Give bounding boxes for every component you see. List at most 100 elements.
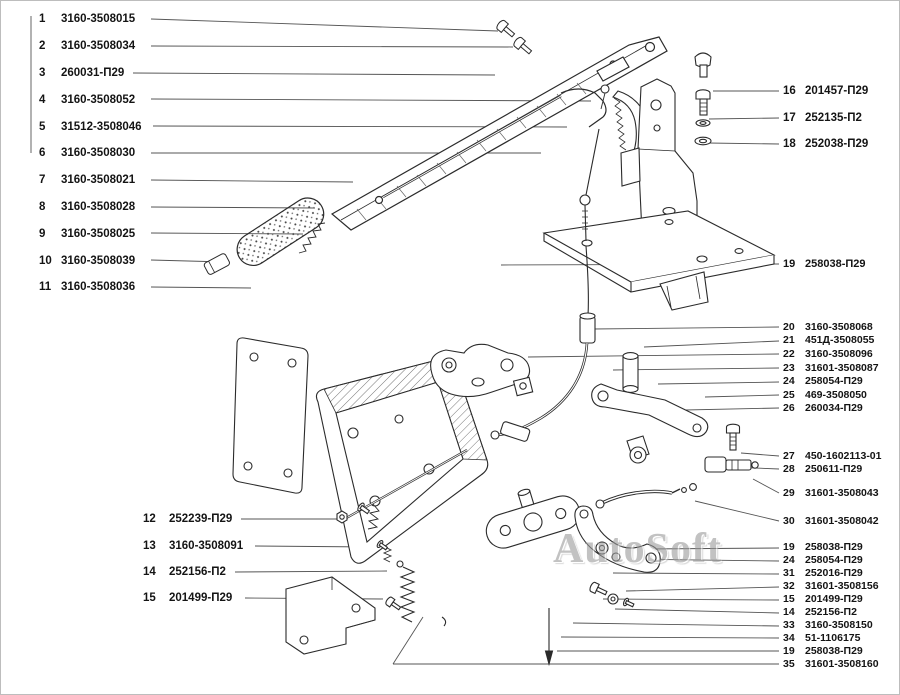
callout-part-number: 201457-П29 <box>805 85 869 98</box>
callout-number: 34 <box>783 632 795 645</box>
callout-part-number: 260031-П29 <box>61 66 125 79</box>
callout: 15 201499-П29 <box>143 585 243 611</box>
callout: 11 3160-3508036 <box>39 274 142 301</box>
callout-part-number: 258038-П29 <box>805 541 863 554</box>
callout-part-number: 31601-3508042 <box>805 515 879 527</box>
callout-number: 26 <box>783 402 795 415</box>
callout-part-number: 31512-3508046 <box>61 120 142 133</box>
callout: 8 3160-3508028 <box>39 194 142 221</box>
callout: 13 3160-3508091 <box>143 532 243 558</box>
callout: 5 31512-3508046 <box>39 113 142 140</box>
callout: 7 3160-3508021 <box>39 167 142 194</box>
callout: 21 451Д-3508055 <box>783 334 879 348</box>
callout-group-left-lower: 12 252239-П29 13 3160-3508091 14 252156-… <box>143 506 243 612</box>
callout: 26 260034-П29 <box>783 402 879 416</box>
callout-group-left-top: 1 3160-3508015 2 3160-3508034 3 260031-П… <box>39 6 142 301</box>
callout-number: 27 <box>783 449 795 462</box>
callout-number: 6 <box>39 147 46 160</box>
callout: 3 260031-П29 <box>39 60 142 87</box>
callout-number: 20 <box>783 320 795 333</box>
callout: 35 31601-3508160 <box>783 657 879 670</box>
callout: 4 3160-3508052 <box>39 86 142 113</box>
callout-part-number: 258054-П29 <box>805 375 863 388</box>
callout-part-number: 258054-П29 <box>805 554 863 567</box>
callout-number: 21 <box>783 334 795 347</box>
callout-number: 24 <box>783 375 795 388</box>
callout-part-number: 3160-3508015 <box>61 13 136 26</box>
callout: 22 3160-3508096 <box>783 347 879 361</box>
callout: 27 450-1602113-01 <box>783 449 882 463</box>
callout: 28 250611-П29 <box>783 463 882 477</box>
callout-group-right-19: 19 258038-П29 <box>783 257 866 271</box>
callout-number: 15 <box>143 592 156 605</box>
callout: 24 258054-П29 <box>783 554 879 567</box>
callout-group-right-30: 30 31601-3508042 <box>783 514 879 528</box>
callout-group-right-top: 16 201457-П29 17 252135-П2 18 252038-П29 <box>783 78 868 158</box>
callout: 34 51-1106175 <box>783 632 879 645</box>
callout-number: 18 <box>783 138 796 151</box>
callout-part-number: 31601-3508156 <box>805 580 879 593</box>
callout: 19 258038-П29 <box>783 257 866 271</box>
callout-part-number: 3160-3508052 <box>61 93 136 106</box>
callout: 14 252156-П2 <box>143 559 243 585</box>
callout-number: 31 <box>783 567 795 580</box>
callout: 1 3160-3508015 <box>39 6 142 33</box>
callout-part-number: 450-1602113-01 <box>805 449 882 462</box>
lower-parts-drawing <box>285 488 661 667</box>
watermark: AutoSoft <box>553 526 723 572</box>
callout: 19 258038-П29 <box>783 541 879 554</box>
mount-plates-drawing <box>232 337 489 564</box>
callout: 20 3160-3508068 <box>783 320 879 334</box>
callout-part-number: 451Д-3508055 <box>805 334 875 347</box>
callout-group-right-middle: 20 3160-3508068 21 451Д-3508055 22 3160-… <box>783 320 879 415</box>
callout-part-number: 3160-3508068 <box>805 320 873 333</box>
callout-part-number: 469-3508050 <box>805 388 867 401</box>
callout-part-number: 252156-П2 <box>805 606 857 619</box>
callout-number: 15 <box>783 593 795 606</box>
hand-lever-drawing <box>330 36 668 231</box>
callout-number: 24 <box>783 554 795 567</box>
callout-number: 14 <box>783 606 795 619</box>
callout: 17 252135-П2 <box>783 105 868 132</box>
callout: 31 252016-П29 <box>783 567 879 580</box>
cable-drawing <box>490 128 600 440</box>
callout: 6 3160-3508030 <box>39 140 142 167</box>
callout-number: 3 <box>39 66 46 79</box>
callout-number: 9 <box>39 227 46 240</box>
callout-number: 30 <box>783 515 795 527</box>
sector-bracket-drawing <box>600 78 698 234</box>
callout-part-number: 3160-3508036 <box>61 281 136 294</box>
callout-part-number: 252156-П2 <box>169 565 226 578</box>
callout-number: 16 <box>783 85 796 98</box>
callout-number: 29 <box>783 487 795 499</box>
callout-number: 7 <box>39 174 46 187</box>
callout: 25 469-3508050 <box>783 388 879 402</box>
callout-group-right-29: 29 31601-3508043 <box>783 486 879 500</box>
bolt-stack-drawing <box>694 52 712 146</box>
callout-number: 23 <box>783 361 795 374</box>
callout-part-number: 3160-3508039 <box>61 254 136 267</box>
callout: 33 3160-3508150 <box>783 619 879 632</box>
callout-number: 19 <box>783 644 795 657</box>
callout-number: 19 <box>783 541 795 554</box>
callout-part-number: 31601-3508160 <box>805 657 879 670</box>
callout-number: 4 <box>39 93 46 106</box>
callout-part-number: 201499-П29 <box>169 592 233 605</box>
callout: 23 31601-3508087 <box>783 361 879 375</box>
callout: 10 3160-3508039 <box>39 247 142 274</box>
callout-part-number: 3160-3508091 <box>169 539 244 552</box>
callout-part-number: 3160-3508021 <box>61 174 136 187</box>
lever-bracket-drawing <box>430 343 534 442</box>
callout-number: 12 <box>143 513 156 526</box>
base-plate-drawing <box>542 210 776 311</box>
callout-part-number: 3160-3508150 <box>805 619 873 632</box>
callout-part-number: 258038-П29 <box>805 644 863 657</box>
callout-part-number: 252016-П29 <box>805 567 863 580</box>
callout-number: 1 <box>39 13 46 26</box>
callout-number: 8 <box>39 200 46 213</box>
callout-part-number: 252239-П29 <box>169 513 233 526</box>
callout-part-number: 250611-П29 <box>805 463 863 476</box>
callout: 18 252038-П29 <box>783 131 868 158</box>
